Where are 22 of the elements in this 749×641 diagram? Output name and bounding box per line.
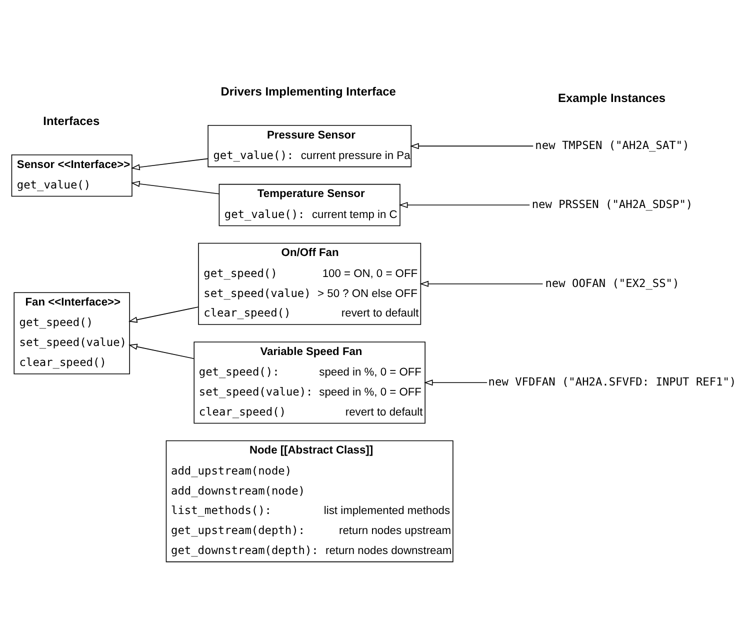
node-text: new VFDFAN ("AH2A.SFVFD: INPUT REF1") (488, 376, 736, 389)
arrow (128, 344, 194, 359)
node-box: On/Off Fan get_speed() 100 = ON, 0 = OFF set_speed(value) > 50 ? ON else OFF clear_speed() revert to default (198, 242, 422, 325)
arrow (128, 306, 199, 323)
arrow (398, 202, 530, 208)
arrow (131, 180, 220, 194)
arrow (424, 380, 488, 386)
node-text: new TMPSEN ("AH2A_SAT") (535, 139, 690, 152)
node-text: new PRSSEN ("AH2A_SDSP") (532, 198, 693, 211)
label: Interfaces (43, 114, 100, 128)
node-box: Fan <<Interface>> get_speed() set_speed(value) clear_speed() (14, 292, 130, 374)
node-box: Node [[Abstract Class]] add_upstream(node) add_downstream(node) list_methods(): list implemented methods get_upstream(depth): return nodes upstream get_downstream(depth): return nodes downstream (166, 440, 454, 562)
label: Example Instances (558, 90, 666, 105)
node-box: Pressure Sensor get_value(): current pressure in Pa (208, 124, 412, 168)
node-box: Sensor <<Interface>> get_value() (11, 154, 132, 197)
node-text: new OOFAN ("EX2_SS") (545, 276, 680, 290)
arrow (131, 158, 208, 170)
arrow (410, 143, 534, 150)
arrow (420, 280, 544, 287)
node-box: Temperature Sensor get_value(): current temp in C (218, 184, 400, 226)
node-box: Variable Speed Fan get_speed(): speed in %, 0 = OFF set_speed(value): speed in %, 0 = OFF clear_speed() revert to default (194, 342, 426, 424)
label: Drivers Implementing Interface (220, 84, 396, 99)
